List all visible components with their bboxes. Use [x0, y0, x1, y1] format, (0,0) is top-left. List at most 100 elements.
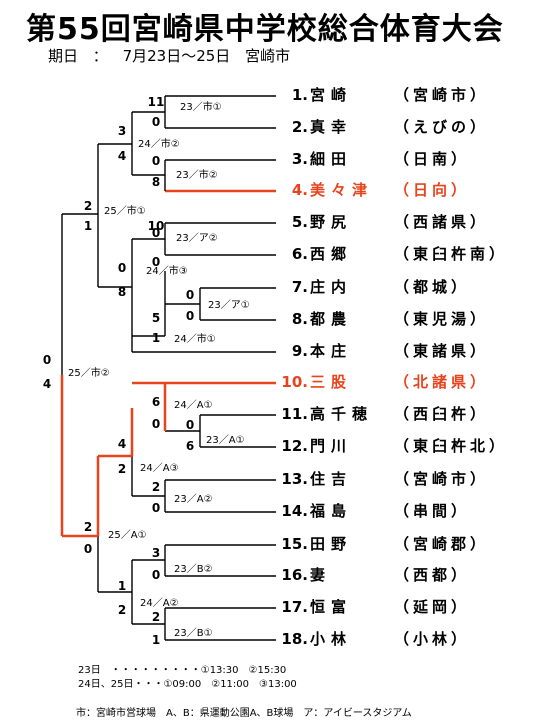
date-label: 期日	[48, 47, 79, 65]
score-value: 8	[117, 285, 127, 299]
score-value: 2	[151, 610, 161, 624]
score-value: 4	[42, 377, 52, 391]
score-value: 5	[151, 311, 161, 325]
team-seed: 15.	[281, 535, 308, 553]
team-org: （日南）	[394, 150, 471, 168]
team-org: （日向）	[394, 181, 471, 199]
match-info: 24／市①	[174, 334, 216, 345]
date-value: 7月23日～25日	[122, 47, 231, 65]
team-seed: 18.	[281, 630, 308, 648]
team-org: （宮崎市）	[394, 86, 490, 104]
team-name: 住吉	[310, 470, 353, 488]
score-value: 8	[151, 175, 161, 189]
team-entry: 10.三股（北諸県）	[278, 371, 540, 393]
score-value: 0	[185, 418, 195, 432]
team-seed: 6.	[291, 245, 308, 263]
score-value: 3	[151, 546, 161, 560]
score-value: 11	[147, 95, 165, 109]
match-info: 23／ア①	[208, 300, 250, 311]
team-org: （えびの）	[394, 118, 490, 136]
date-separator: ：	[92, 47, 108, 65]
team-org: （北諸県）	[394, 373, 490, 391]
score-value: 3	[117, 124, 127, 138]
team-entry: 16.妻（西都）	[278, 564, 540, 586]
team-seed: 17.	[281, 598, 308, 616]
match-info: 23／B①	[174, 628, 213, 639]
team-name: 恒富	[310, 598, 353, 616]
score-value: 0	[151, 255, 161, 269]
team-entry: 8.都農（東児湯）	[278, 308, 540, 330]
team-entry: 11.高千穂（西臼杵）	[278, 403, 540, 425]
score-value: 0	[185, 288, 195, 302]
score-value: 0	[185, 309, 195, 323]
team-seed: 7.	[291, 278, 308, 296]
team-entry: 1.宮崎 （宮崎市）	[278, 84, 540, 106]
team-name: 小林	[310, 630, 353, 648]
team-seed: 11.	[281, 405, 308, 423]
score-value: 0	[83, 542, 93, 556]
venue-legend: 市：宮崎市営球場 A、B：県運動公園A、B球場 ア：アイビースタジアム	[76, 708, 412, 719]
score-value: 6	[151, 395, 161, 409]
team-name: 福島	[310, 502, 353, 520]
team-name: 本庄	[310, 342, 353, 360]
score-value: 0	[151, 115, 161, 129]
match-info: 25／A①	[108, 530, 147, 541]
team-entry: 2.真幸 （えびの）	[278, 116, 540, 138]
match-info: 24／市③	[146, 266, 188, 277]
score-value: 0	[151, 154, 161, 168]
match-info: 24／A③	[140, 463, 179, 474]
team-seed: 4.	[291, 181, 308, 199]
team-name: 真幸	[310, 118, 353, 136]
team-org: （西諸県）	[394, 213, 490, 231]
team-entry: 12.門川（東臼杵北）	[278, 435, 540, 457]
team-seed: 2.	[291, 118, 308, 136]
match-info: 23／市②	[176, 170, 218, 181]
team-org: （西都）	[394, 566, 471, 584]
team-org: （串間）	[394, 502, 471, 520]
team-name: 宮崎	[310, 86, 353, 104]
match-info: 24／市②	[138, 139, 180, 150]
score-value: 10	[147, 219, 165, 233]
team-name: 細田	[310, 150, 353, 168]
team-entry: 9.本庄（東諸県）	[278, 340, 540, 362]
schedule-note: 24日、25日・・・①09:00 ②11:00 ③13:00	[78, 679, 297, 690]
score-value: 2	[117, 462, 127, 476]
team-org: （延岡）	[394, 598, 471, 616]
team-name: 美々津	[310, 181, 374, 199]
match-info: 23／A①	[206, 435, 245, 446]
team-seed: 10.	[281, 373, 308, 391]
team-org: （東臼杵北）	[394, 437, 509, 455]
team-seed: 5.	[291, 213, 308, 231]
match-info: 24／A①	[174, 400, 213, 411]
team-seed: 1.	[291, 86, 308, 104]
score-value: 2	[117, 603, 127, 617]
team-entry: 15.田野（宮崎郡）	[278, 533, 540, 555]
team-name: 西郷	[310, 245, 353, 263]
team-name: 庄内	[310, 278, 353, 296]
score-value: 4	[117, 149, 127, 163]
match-info: 25／市①	[104, 206, 146, 217]
team-org: （小林）	[394, 630, 471, 648]
team-org: （宮崎市）	[394, 470, 490, 488]
team-seed: 3.	[291, 150, 308, 168]
date-row: 期日 ： 7月23日～25日 宮崎市	[48, 45, 300, 65]
team-org: （西臼杵）	[394, 405, 490, 423]
match-info: 23／ア②	[176, 233, 218, 244]
team-name: 野尻	[310, 213, 353, 231]
score-value: 4	[117, 437, 127, 451]
team-entry: 6.西郷 （東臼杵南）	[278, 243, 540, 265]
team-entry: 5.野尻 （西諸県）	[278, 211, 540, 233]
score-value: 1	[151, 633, 161, 647]
team-entry: 17.恒富 （延岡）	[278, 596, 540, 618]
score-value: 2	[83, 199, 93, 213]
score-value: 0	[151, 501, 161, 515]
score-value: 6	[185, 439, 195, 453]
score-value: 0	[117, 261, 127, 275]
team-entry: 4.美々津 （日向）	[278, 179, 540, 201]
team-name: 都農	[310, 310, 353, 328]
team-seed: 14.	[281, 502, 308, 520]
score-value: 0	[151, 226, 161, 240]
team-org: （東臼杵南）	[394, 245, 509, 263]
match-info: 24／A②	[140, 598, 179, 609]
